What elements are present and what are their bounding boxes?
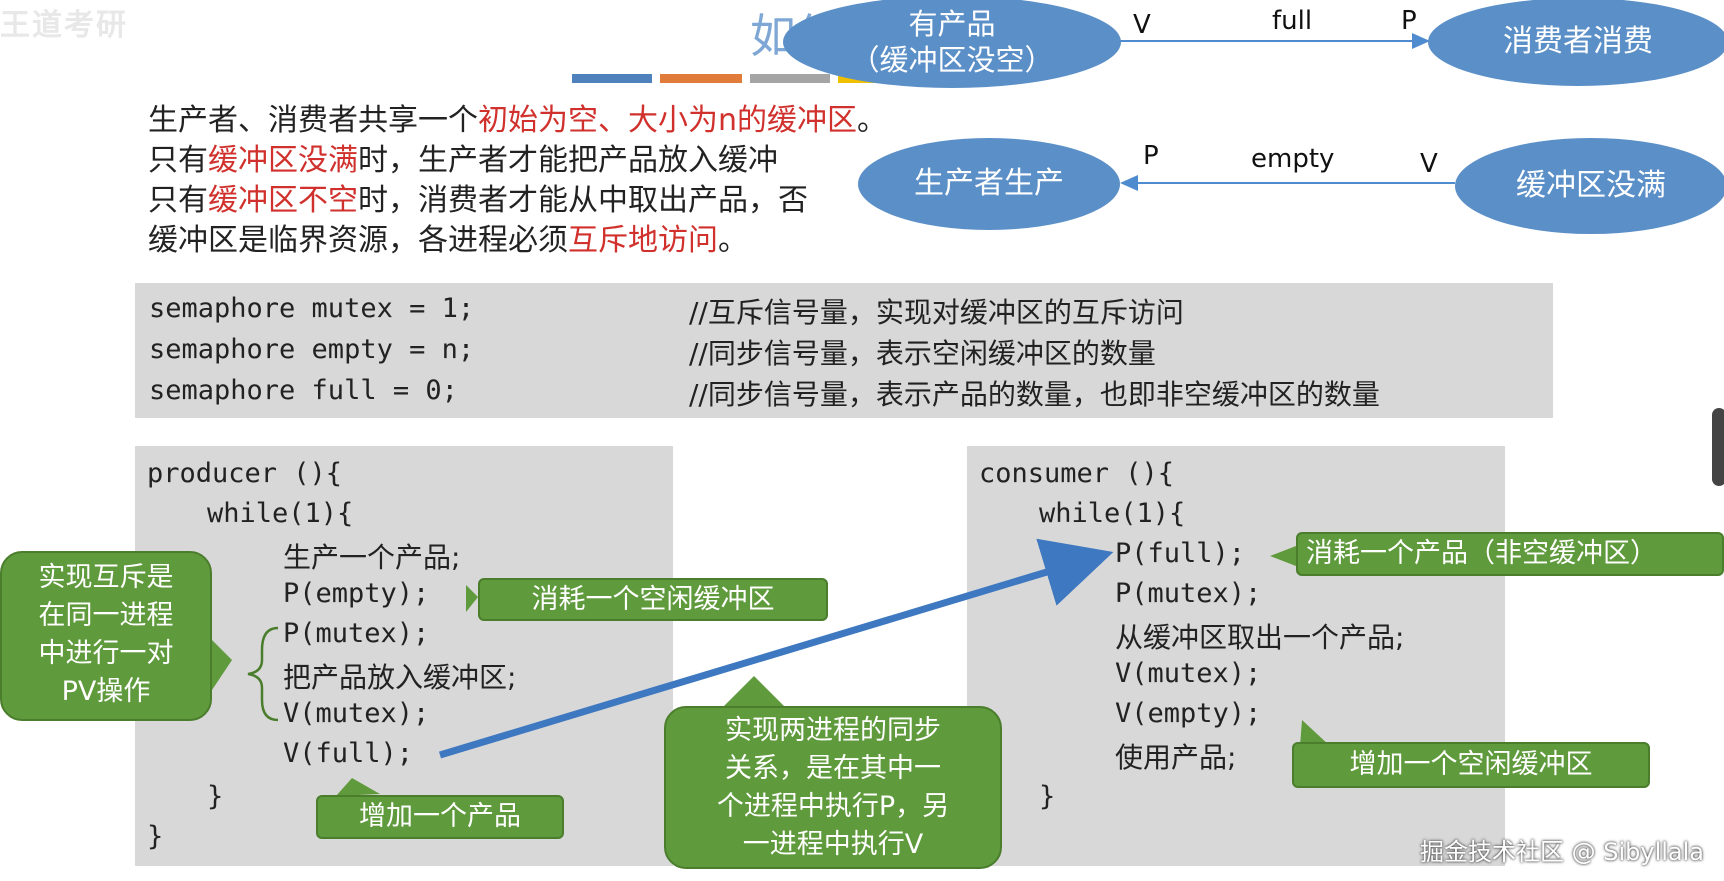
intro-line-2: 只有缓冲区没满时，生产者才能把产品放入缓冲待。 [148,141,1078,181]
intro-text: 只有 [148,143,208,178]
intro-line-1: 生产者、消费者共享一个初始为空、大小为n的缓冲区。 [148,101,887,141]
intro-line-3: 只有缓冲区不空时，消费者才能从中取出产品，否 [148,181,808,221]
intro-text: 缓冲区是临界资源，各进程必须 [148,223,568,258]
ellipse-has-product: 有产品 （缓冲区没空） [783,0,1121,88]
callout-add-product: 增加一个产品 [316,795,564,839]
intro-text: 生产者、消费者共享一个 [148,103,478,138]
ellipse-buffer-not-full: 缓冲区没满 [1455,138,1724,234]
semaphore-mutex-comment: //互斥信号量，实现对缓冲区的互斥访问 [689,296,1184,329]
intro-text: 时，生产者才能把产品放入缓冲 [358,143,778,178]
producer-line-put: 把产品放入缓冲区; [283,661,517,694]
callout-sync-two-processes: 实现两进程的同步 关系，是在其中一 个进程中执行P，另 一进程中执行V [664,706,1002,869]
callout-add-empty: 增加一个空闲缓冲区 [1292,742,1650,788]
callout-tail-add-product [336,778,380,796]
callout-tail-consume-product [1270,546,1296,566]
intro-highlight: 互斥地访问 [568,223,718,258]
semaphore-mutex-code: semaphore mutex = 1; [149,293,475,324]
title-bar-1 [572,74,652,83]
consumer-line-use: 使用产品; [1115,741,1237,774]
consumer-line-p-mutex: P(mutex); [1115,578,1262,609]
producer-line-p-empty: P(empty); [283,578,430,609]
intro-text: 只有 [148,183,208,218]
diagram-label-top-full: full [1272,6,1313,36]
consumer-line-take: 从缓冲区取出一个产品; [1115,621,1405,654]
title-bar-3 [750,74,830,83]
intro-text: 。 [857,103,888,138]
semaphore-empty-comment: //同步信号量，表示空闲缓冲区的数量 [689,337,1156,370]
producer-line-produce: 生产一个产品; [283,541,461,574]
bottom-watermark: 掘金技术社区 @ Sibyllala [1419,838,1704,866]
intro-highlight: 缓冲区没满 [208,143,358,178]
producer-close-outer: } [147,821,164,852]
diagram-label-bottom-empty: empty [1251,144,1335,174]
callout-tail-add-empty [1300,720,1330,746]
consumer-header: consumer (){ [979,458,1175,489]
consumer-close-inner: } [1039,781,1056,812]
mutex-bracket [247,626,279,722]
producer-while: while(1){ [207,498,354,529]
producer-line-v-mutex: V(mutex); [283,698,430,729]
semaphore-full-code: semaphore full = 0; [149,375,458,406]
callout-mutex-same-process: 实现互斥是 在同一进程 中进行一对 PV操作 [0,551,212,721]
consumer-code-block: consumer (){ while(1){ P(full); P(mutex)… [967,446,1505,866]
consumer-while: while(1){ [1039,498,1186,529]
callout-tail-mutex [212,640,232,690]
consumer-line-p-full: P(full); [1115,538,1246,569]
callout-consume-empty: 消耗一个空闲缓冲区 [478,578,828,621]
ellipse-producer-produce: 生产者生产 [858,138,1120,230]
diagram-label-top-v: V [1133,10,1151,40]
intro-highlight: 初始为空、大小为n的缓冲区 [478,103,858,138]
diagram-label-top-p: P [1401,6,1417,36]
callout-tail-sync [724,676,784,706]
diagram-label-bottom-v: V [1420,149,1438,179]
diagram-label-bottom-p: P [1143,141,1159,171]
intro-text: 否 [778,183,808,218]
consumer-line-v-mutex: V(mutex); [1115,658,1262,689]
semaphore-code-block: semaphore mutex = 1; //互斥信号量，实现对缓冲区的互斥访问… [135,283,1553,418]
title-bar-2 [660,74,742,83]
consumer-line-v-empty: V(empty); [1115,698,1262,729]
sync-arrow [438,538,1114,759]
callout-consume-product: 消耗一个产品（非空缓冲区） [1296,532,1724,576]
producer-line-p-mutex: P(mutex); [283,618,430,649]
ellipse-consumer-consume: 消费者消费 [1428,0,1724,86]
semaphore-full-comment: //同步信号量，表示产品的数量，也即非空缓冲区的数量 [689,378,1380,411]
top-watermark: 王道考研 [0,8,128,43]
intro-text: 时，消费者才能从中取出产品， [358,183,778,218]
producer-close-inner: } [207,781,224,812]
semaphore-empty-code: semaphore empty = n; [149,334,475,365]
callout-tail-consume-empty [466,585,478,612]
producer-line-v-full: V(full); [283,738,414,769]
intro-highlight: 缓冲区不空 [208,183,358,218]
intro-line-4: 缓冲区是临界资源，各进程必须互斥地访问。 [148,221,748,261]
intro-text: 。 [718,223,748,258]
producer-header: producer (){ [147,458,343,489]
scroll-handle[interactable] [1712,408,1724,486]
